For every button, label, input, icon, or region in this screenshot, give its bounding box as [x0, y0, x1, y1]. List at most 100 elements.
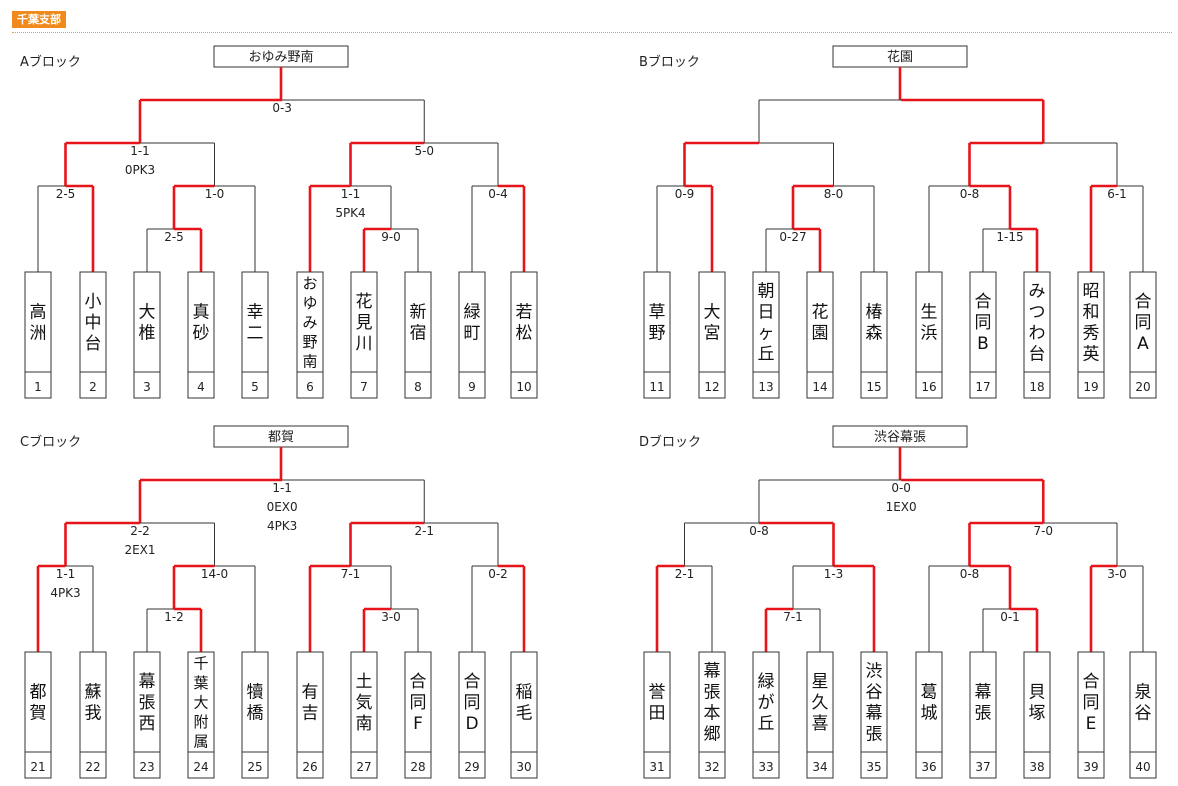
seed-number: 31 — [649, 760, 664, 774]
team-name: 朝日ヶ丘 — [758, 282, 775, 365]
team-name: 高洲 — [30, 303, 47, 344]
seed-number: 39 — [1083, 760, 1098, 774]
team-name: 若松 — [516, 303, 533, 344]
semi-left-score-0: 1-1 — [130, 144, 150, 158]
team-name: 花園 — [812, 303, 829, 344]
semi-right-score-0: 5-0 — [414, 144, 434, 158]
team-box — [24, 651, 52, 779]
final-score-0: 1-1 — [272, 481, 292, 495]
quarter-right-b-score-0: 0-2 — [488, 567, 508, 581]
quarter-left-b-score-0: 1-0 — [205, 187, 225, 201]
team-name: 幕張西 — [139, 672, 156, 734]
seed-number: 35 — [866, 760, 881, 774]
team-box — [698, 651, 726, 779]
seed-number: 28 — [410, 760, 425, 774]
seed-number: 34 — [812, 760, 827, 774]
block-label: Aブロック — [20, 54, 81, 70]
seed-number: 36 — [921, 760, 936, 774]
team-box — [643, 271, 671, 399]
team-box — [350, 271, 378, 399]
seed-number: 6 — [306, 380, 314, 394]
quarter-left-a-score-0: 0-9 — [675, 187, 695, 201]
seed-number: 38 — [1029, 760, 1044, 774]
seed-number: 21 — [30, 760, 45, 774]
team-name: 花見川 — [356, 292, 373, 354]
seed-number: 32 — [704, 760, 719, 774]
team-box — [133, 271, 161, 399]
team-name: 星久喜 — [812, 672, 829, 734]
round1-left-score-0: 1-2 — [164, 610, 184, 624]
team-box — [241, 271, 269, 399]
seed-number: 19 — [1083, 380, 1098, 394]
quarter-left-a-score-0: 1-1 — [56, 567, 76, 581]
quarter-right-b-score-0: 0-4 — [488, 187, 508, 201]
team-box — [969, 271, 997, 399]
block-label: Bブロック — [639, 54, 700, 70]
quarter-left-a-score-0: 2-5 — [56, 187, 76, 201]
team-name: 生浜 — [921, 303, 938, 344]
round1-right-score-0: 3-0 — [381, 610, 401, 624]
team-box — [24, 271, 52, 399]
champion-name: 渋谷幕張 — [874, 430, 926, 445]
team-box — [296, 271, 324, 399]
team-name: 緑町 — [464, 303, 481, 344]
team-box — [643, 651, 671, 779]
seed-number: 22 — [85, 760, 100, 774]
champion-name: 都賀 — [268, 430, 294, 445]
semi-left-score-1: 0PK3 — [125, 163, 155, 177]
team-name: 稲毛 — [516, 683, 533, 724]
team-name: 有吉 — [302, 683, 319, 724]
quarter-right-b-score-0: 6-1 — [1107, 187, 1127, 201]
team-box — [79, 271, 107, 399]
team-name: みつわ台 — [1029, 282, 1046, 365]
block-label: Dブロック — [639, 434, 701, 450]
team-box — [1129, 651, 1157, 779]
final-score-1: 1EX0 — [886, 500, 917, 514]
team-box — [806, 271, 834, 399]
team-name: 蘇我 — [85, 683, 102, 724]
seed-number: 18 — [1029, 380, 1044, 394]
team-box — [806, 651, 834, 779]
final-score-0: 0-0 — [891, 481, 911, 495]
team-name: 誉田 — [649, 683, 666, 724]
seed-number: 29 — [464, 760, 479, 774]
seed-number: 7 — [360, 380, 368, 394]
team-box — [860, 271, 888, 399]
team-name: 貝塚 — [1029, 683, 1046, 724]
team-box — [187, 271, 215, 399]
seed-number: 5 — [251, 380, 259, 394]
final-score-2: 4PK3 — [267, 519, 297, 533]
seed-number: 40 — [1135, 760, 1150, 774]
quarter-right-a-score-0: 0-8 — [960, 187, 980, 201]
team-name: 草野 — [649, 303, 666, 344]
team-box — [296, 651, 324, 779]
team-name: 葛城 — [921, 683, 938, 724]
team-box — [752, 271, 780, 399]
team-name: 泉谷 — [1135, 683, 1152, 724]
seed-number: 4 — [197, 380, 205, 394]
seed-number: 17 — [975, 380, 990, 394]
team-box — [860, 651, 888, 779]
semi-right-score-0: 2-1 — [414, 524, 434, 538]
team-name: おゆみ野南 — [302, 274, 317, 370]
quarter-right-a-score-0: 0-8 — [960, 567, 980, 581]
team-name: 大椎 — [139, 303, 156, 344]
team-name: 昭和秀英 — [1083, 282, 1100, 365]
quarter-left-a-score-0: 2-1 — [675, 567, 695, 581]
round1-right-score-0: 9-0 — [381, 230, 401, 244]
seed-number: 30 — [516, 760, 531, 774]
team-box — [969, 651, 997, 779]
team-box — [458, 651, 486, 779]
champion-name: おゆみ野南 — [248, 49, 313, 65]
seed-number: 37 — [975, 760, 990, 774]
team-box — [1023, 651, 1051, 779]
team-box — [241, 651, 269, 779]
final-score-1: 0EX0 — [267, 500, 298, 514]
team-name: 幕張本郷 — [704, 662, 721, 745]
